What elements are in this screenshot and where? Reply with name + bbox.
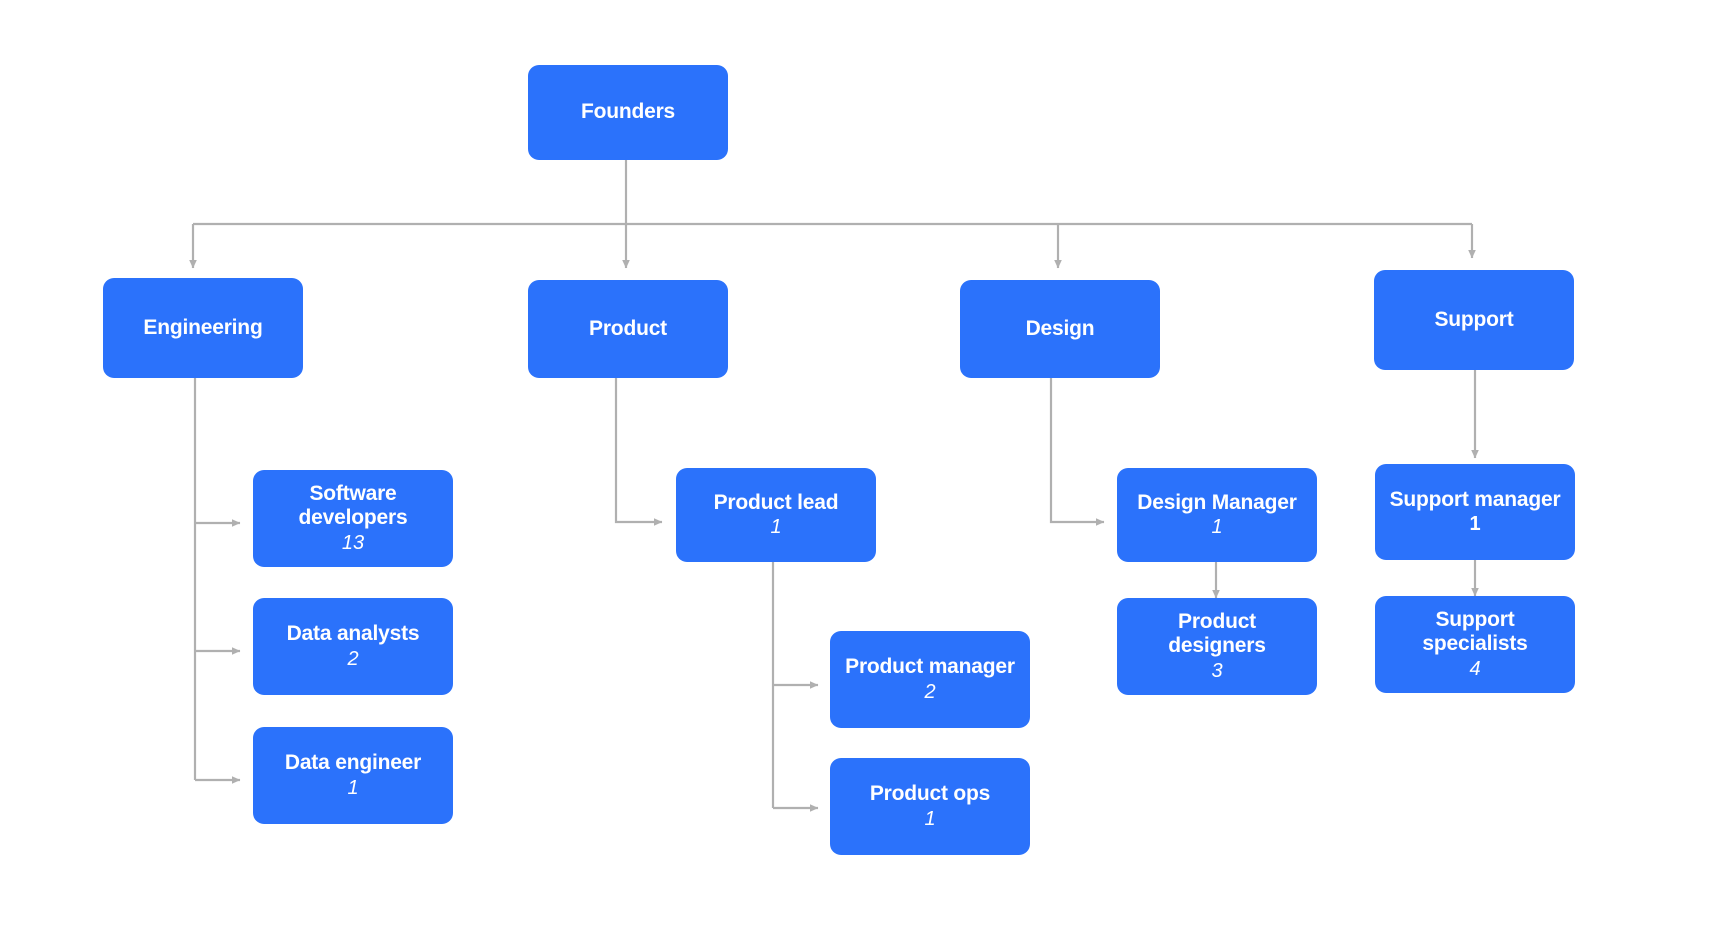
node-count: 1 [1211,516,1223,539]
node-label: Engineering [143,315,263,339]
node-support-manager[interactable]: Support manager 1 [1375,464,1575,560]
node-label: Data analysts [286,622,420,646]
node-engineering[interactable]: Engineering [103,278,303,378]
node-count: 1 [770,516,782,539]
edge-product-product-lead [614,378,663,526]
node-product[interactable]: Product [528,280,728,378]
node-label: Product manager [845,655,1015,679]
node-product-lead[interactable]: Product lead 1 [676,468,876,562]
node-support[interactable]: Support [1374,270,1574,370]
node-count: 2 [924,680,936,703]
node-data-analysts[interactable]: Data analysts 2 [253,598,453,695]
node-design[interactable]: Design [960,280,1160,378]
node-label: Product ops [869,782,991,806]
node-label: Design Manager [1137,490,1297,514]
node-count: 1 [347,776,359,799]
node-label: Support [1434,307,1514,331]
node-count: 1 [1469,513,1481,536]
node-label: Product designers [1168,610,1266,658]
node-count: 2 [347,647,359,670]
node-label: Data engineer [284,751,422,775]
node-label: Founders [580,100,676,124]
node-product-designers[interactable]: Product designers 3 [1117,598,1317,695]
node-count: 4 [1469,657,1481,680]
node-label: Support manager [1389,487,1561,511]
node-support-specialists[interactable]: Support specialists 4 [1375,596,1575,693]
node-count: 1 [924,807,936,830]
node-label: Support specialists [1422,608,1528,656]
node-design-manager[interactable]: Design Manager 1 [1117,468,1317,562]
node-software-developers[interactable]: Software developers 13 [253,470,453,567]
node-label: Design [1025,316,1095,340]
node-label: Product lead [713,490,839,514]
node-founders[interactable]: Founders [528,65,728,160]
edge-design-design-manager [1049,378,1105,526]
node-label: Software developers [298,482,408,530]
node-label: Product [589,316,667,340]
node-data-engineer[interactable]: Data engineer 1 [253,727,453,824]
node-count: 13 [341,531,365,554]
node-count: 3 [1211,659,1223,682]
node-product-ops[interactable]: Product ops 1 [830,758,1030,855]
node-product-manager[interactable]: Product manager 2 [830,631,1030,728]
